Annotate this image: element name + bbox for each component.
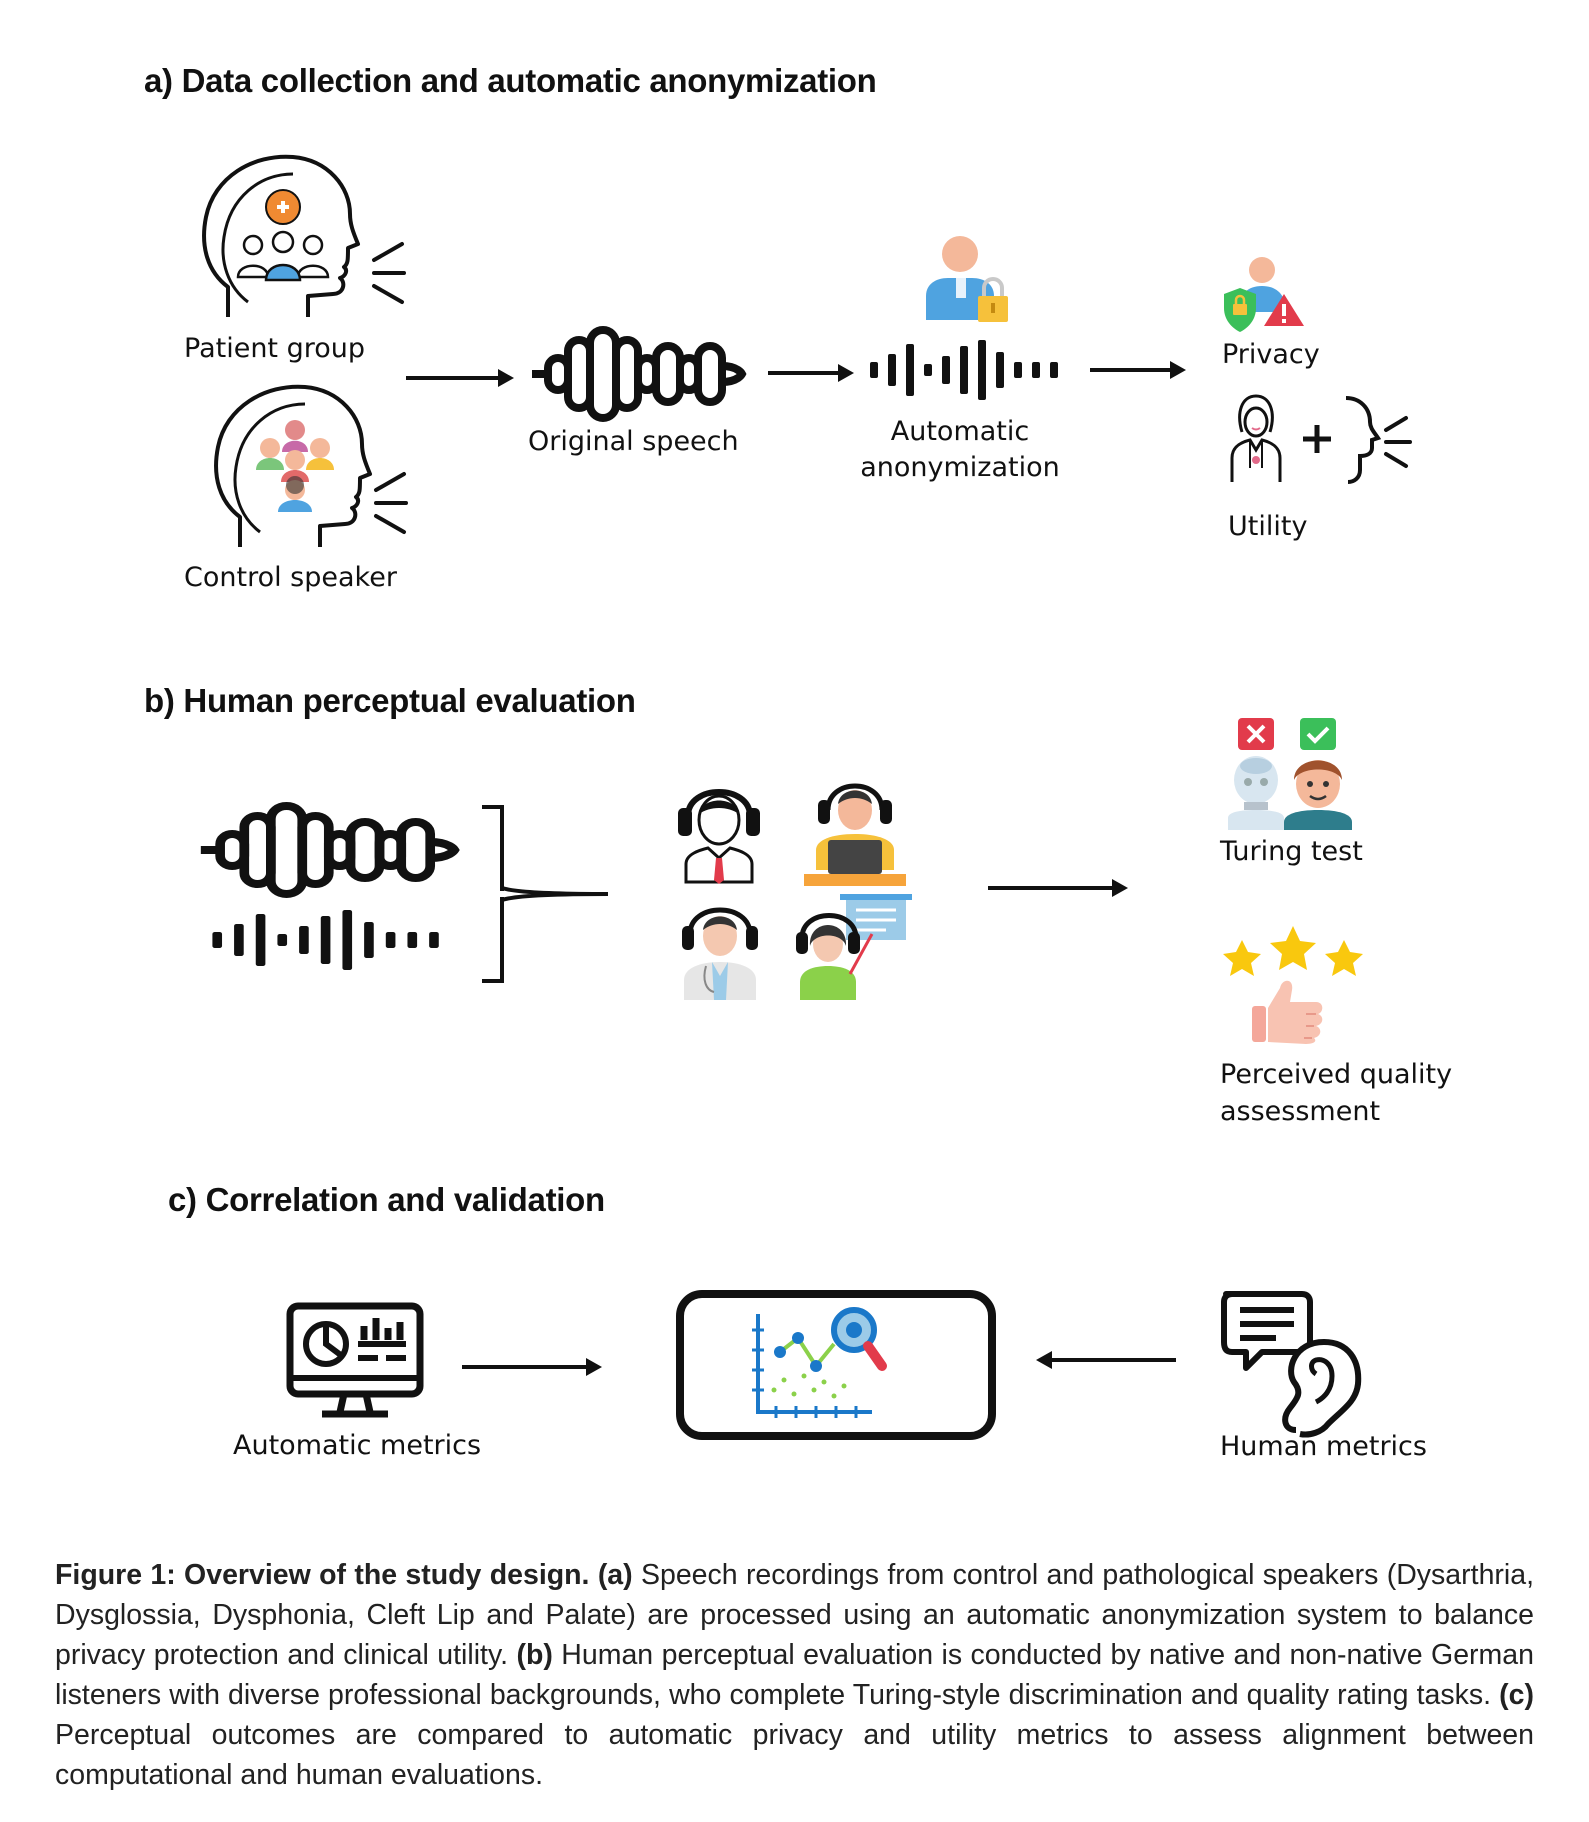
chat-ear-icon [1221,1291,1362,1438]
automatic-metrics-label: Automatic metrics [233,1430,482,1461]
arrow-right-icon [1090,361,1186,379]
head-control-speaker-icon [214,384,372,547]
patient-group-label: Patient group [184,333,366,364]
anonymized-waveform-icon [870,340,1058,400]
person-lock-icon [926,236,1008,322]
doctor-icon [1230,394,1282,482]
section-a-title: a) Data collection and automatic anonymi… [144,62,877,99]
listener-icon [804,783,906,886]
monitor-dashboard-icon [286,1302,424,1418]
listener-icon [682,907,758,1000]
caption-a-tag: (a) [597,1559,633,1591]
speaking-head-icon [1345,396,1412,484]
plus-icon [1303,425,1331,453]
figure-caption: Figure 1: Overview of the study design. … [55,1555,1534,1795]
speech-lines-icon [372,242,406,304]
perceived-quality-label-2: assessment [1220,1096,1381,1127]
caption-lead: Figure 1: Overview of the study design. [55,1559,590,1591]
thumbs-up-icon [1252,980,1323,1044]
arrow-right-icon [768,364,854,382]
waveform-icon [200,802,460,898]
arrow-right-icon [462,1358,602,1376]
head-patient-group-icon [202,154,360,317]
listener-icon [796,894,912,1000]
caption-c-text: Perceptual outcomes are compared to auto… [55,1719,1534,1791]
arrow-right-icon [988,879,1128,897]
listener-icon [678,789,760,884]
perceived-quality-label-1: Perceived quality [1220,1059,1453,1090]
privacy-label: Privacy [1222,339,1320,370]
section-c-title: c) Correlation and validation [168,1181,605,1218]
turing-test-label: Turing test [1220,836,1363,867]
automatic-anonymization-label-2: anonymization [860,452,1060,483]
human-metrics-label: Human metrics [1220,1431,1427,1462]
stars-icon [1223,926,1363,976]
automatic-anonymization-label-1: Automatic [890,416,1030,447]
anonymized-waveform-icon [212,910,439,970]
caption-c-tag: (c) [1499,1679,1534,1711]
chart-magnifier-icon[interactable] [676,1290,996,1440]
robot-icon [1228,718,1284,830]
section-b-title: b) Human perceptual evaluation [144,682,636,719]
original-speech-label: Original speech [528,426,739,457]
control-speaker-label: Control speaker [184,562,397,593]
bracket-connector [482,805,609,983]
privacy-shield-icon [1224,257,1304,332]
caption-a-text: Speech recordings from control and patho… [55,1559,1535,1671]
speech-lines-icon [374,472,408,534]
human-face-icon [1284,718,1352,830]
utility-label: Utility [1228,511,1308,542]
caption-b-tag: (b) [516,1639,553,1671]
caption-b-text: Human perceptual evaluation is conducted… [55,1639,1534,1711]
arrow-left-icon [1036,1351,1176,1369]
arrow-right-icon [406,369,514,387]
waveform-icon [532,326,747,422]
